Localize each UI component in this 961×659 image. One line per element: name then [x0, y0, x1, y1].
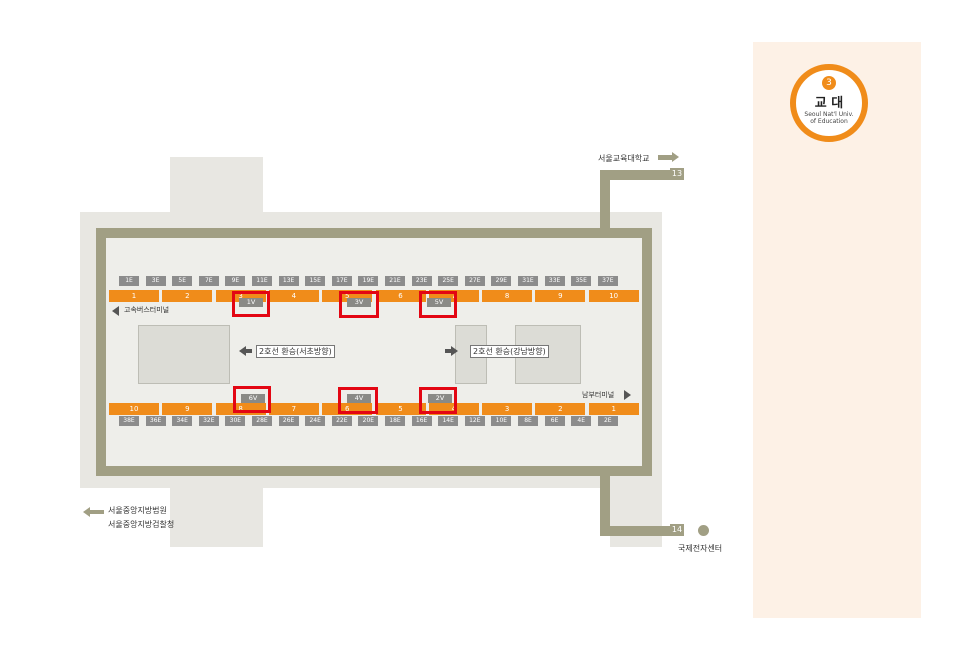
transfer-right-arrow-icon: [451, 346, 458, 356]
top-car-6: 6: [375, 290, 426, 302]
elevator-1v: 1V: [239, 298, 263, 307]
elevator-5v: 5V: [427, 298, 451, 307]
elevator-6v: 6V: [241, 394, 265, 403]
bottom-door-24e: 24E: [305, 416, 326, 426]
left-stairs: [138, 325, 230, 384]
bottom-door-26e: 26E: [278, 416, 299, 426]
station-badge: 3 교 대 Seoul Nat'l Univ.of Education: [790, 64, 868, 142]
bottom-door-28e: 28E: [252, 416, 272, 426]
elevator-2v-highlight: [419, 387, 457, 414]
top-door-7e: 7E: [198, 276, 219, 286]
top-door-37e: 37E: [597, 276, 618, 286]
upper-concourse: [170, 157, 263, 217]
elevator-5v-highlight: [419, 291, 457, 318]
exit-13-corridor: [600, 170, 610, 230]
direction-top-arrow-icon: [112, 306, 119, 316]
bottom-car-2: 2: [535, 403, 586, 415]
bottom-car-5: 5: [375, 403, 426, 415]
exit-13-corridor-top: [600, 170, 670, 180]
station-name-ko: 교 대: [814, 96, 844, 111]
top-door-1e: 1E: [119, 276, 139, 286]
exit-14-landing: [610, 487, 662, 547]
transfer-right-label: 2호선 환승(강남방향): [470, 345, 549, 358]
exit-14-corridor-bottom: [600, 526, 670, 536]
top-door-33e: 33E: [544, 276, 565, 286]
exit-13-label: 서울교육대학교: [598, 154, 650, 163]
elevator-2v: 2V: [428, 394, 452, 403]
bottom-door-30e: 30E: [225, 416, 246, 426]
exit-13-number: 13: [670, 168, 684, 180]
elevator-3v: 3V: [347, 298, 371, 307]
bottom-door-38e: 38E: [119, 416, 139, 426]
elevator-3v-highlight: [339, 291, 379, 318]
bottom-door-6e: 6E: [544, 416, 565, 426]
top-car-1: 1: [109, 290, 159, 302]
bottom-door-36e: 36E: [145, 416, 166, 426]
elevator-1v-highlight: [232, 291, 270, 317]
bottom-door-18e: 18E: [385, 416, 405, 426]
line-number-badge: 3: [822, 76, 836, 90]
exit-left-arrow-shaft: [90, 510, 104, 514]
elevator-4v-highlight: [338, 387, 378, 414]
exit-left-arrow-icon: [83, 507, 90, 517]
top-car-8: 8: [482, 290, 533, 302]
bottom-car-1: 1: [588, 403, 639, 415]
bottom-door-20e: 20E: [358, 416, 379, 426]
top-door-19e: 19E: [358, 276, 379, 286]
bottom-door-8e: 8E: [518, 416, 538, 426]
top-car-10: 10: [588, 290, 639, 302]
top-door-31e: 31E: [518, 276, 538, 286]
transfer-left-arrow-shaft: [246, 349, 252, 353]
bottom-door-32e: 32E: [198, 416, 219, 426]
exit-14-label: 국제전자센터: [678, 544, 723, 553]
transfer-right-arrow-shaft: [445, 349, 451, 353]
top-door-25e: 25E: [438, 276, 459, 286]
top-door-15e: 15E: [305, 276, 326, 286]
top-door-17e: 17E: [331, 276, 352, 286]
exit-13-arrow-shaft: [658, 155, 672, 160]
top-car-9: 9: [535, 290, 586, 302]
transfer-left-label: 2호선 환승(서초방향): [256, 345, 335, 358]
bottom-door-16e: 16E: [411, 416, 432, 426]
station-name-en: Seoul Nat'l Univ.of Education: [804, 111, 854, 125]
bottom-door-34e: 34E: [172, 416, 193, 426]
top-car-2: 2: [162, 290, 213, 302]
top-door-5e: 5E: [172, 276, 193, 286]
exit-14-dot-icon: [698, 525, 709, 536]
top-car-4: 4: [268, 290, 319, 302]
bottom-door-22e: 22E: [331, 416, 352, 426]
bottom-door-12e: 12E: [464, 416, 485, 426]
bottom-car-9: 9: [162, 403, 213, 415]
exit-14-corridor: [600, 474, 610, 536]
bottom-door-4e: 4E: [571, 416, 592, 426]
top-door-21e: 21E: [385, 276, 405, 286]
top-door-9e: 9E: [225, 276, 246, 286]
transfer-left-arrow-icon: [239, 346, 246, 356]
elevator-4v: 4V: [347, 394, 371, 403]
bottom-car-3: 3: [482, 403, 533, 415]
direction-bottom-arrow-icon: [624, 390, 631, 400]
elevator-6v-highlight: [233, 386, 271, 413]
top-door-23e: 23E: [411, 276, 432, 286]
exit-14-number: 14: [670, 524, 684, 536]
top-door-29e: 29E: [491, 276, 512, 286]
top-door-11e: 11E: [252, 276, 272, 286]
bottom-door-14e: 14E: [438, 416, 459, 426]
top-door-35e: 35E: [571, 276, 592, 286]
top-door-3e: 3E: [145, 276, 166, 286]
lower-concourse: [170, 487, 263, 547]
direction-bottom-label: 남부터미널: [582, 391, 615, 399]
bottom-door-10e: 10E: [491, 416, 512, 426]
exit-left-label-1: 서울중앙지방법원: [108, 506, 167, 515]
exit-13-arrow-icon: [672, 152, 679, 162]
bottom-door-2e: 2E: [597, 416, 618, 426]
direction-top-label: 고속버스터미널: [124, 306, 170, 314]
exit-left-label-2: 서울중앙지방검찰청: [108, 520, 175, 529]
bottom-car-7: 7: [268, 403, 319, 415]
top-door-27e: 27E: [464, 276, 485, 286]
top-door-13e: 13E: [278, 276, 299, 286]
bottom-car-10: 10: [109, 403, 159, 415]
